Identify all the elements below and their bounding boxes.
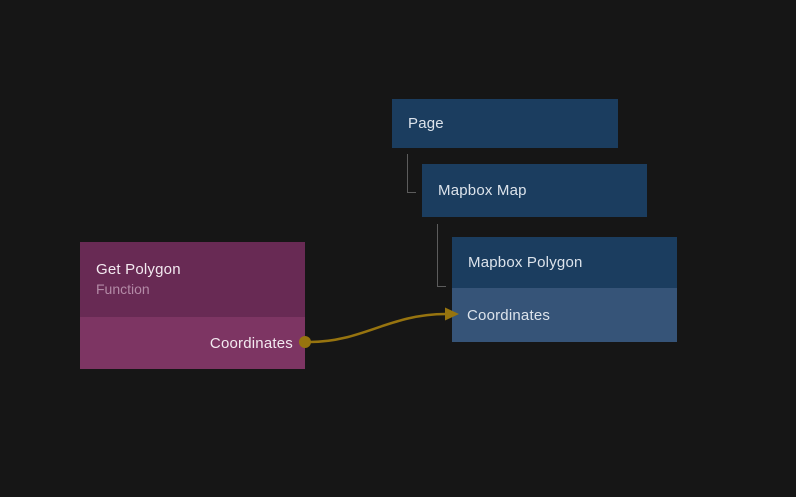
tree-connector-foot-2 xyxy=(437,286,446,287)
node-mapbox-map-label: Mapbox Map xyxy=(438,181,527,199)
port-coordinates-output-label: Coordinates xyxy=(209,334,293,352)
node-get-polygon-subtitle: Function xyxy=(96,281,150,297)
node-mapbox-map-header: Mapbox Map xyxy=(422,164,647,217)
port-coordinates-output[interactable]: Coordinates xyxy=(80,317,305,369)
node-mapbox-polygon-header: Mapbox Polygon xyxy=(452,237,677,288)
tree-connector-foot-1 xyxy=(407,192,416,193)
node-get-polygon[interactable]: Get Polygon Function Coordinates xyxy=(80,242,305,369)
tree-connector-vertical-2 xyxy=(437,224,438,286)
connection-get-polygon-to-mapbox-polygon[interactable] xyxy=(299,307,459,349)
node-mapbox-map[interactable]: Mapbox Map xyxy=(422,164,647,217)
node-mapbox-polygon-label: Mapbox Polygon xyxy=(468,253,583,271)
connection-curve xyxy=(308,312,448,344)
node-page-header: Page xyxy=(392,99,618,148)
node-mapbox-polygon[interactable]: Mapbox Polygon Coordinates xyxy=(452,237,677,342)
node-page-label: Page xyxy=(408,114,444,132)
node-get-polygon-title: Get Polygon xyxy=(96,261,181,278)
tree-connector-vertical-1 xyxy=(407,154,408,192)
port-coordinates-input[interactable]: Coordinates xyxy=(452,288,677,342)
port-coordinates-input-label: Coordinates xyxy=(467,306,551,324)
node-page[interactable]: Page xyxy=(392,99,618,148)
node-get-polygon-header: Get Polygon Function xyxy=(80,242,305,317)
